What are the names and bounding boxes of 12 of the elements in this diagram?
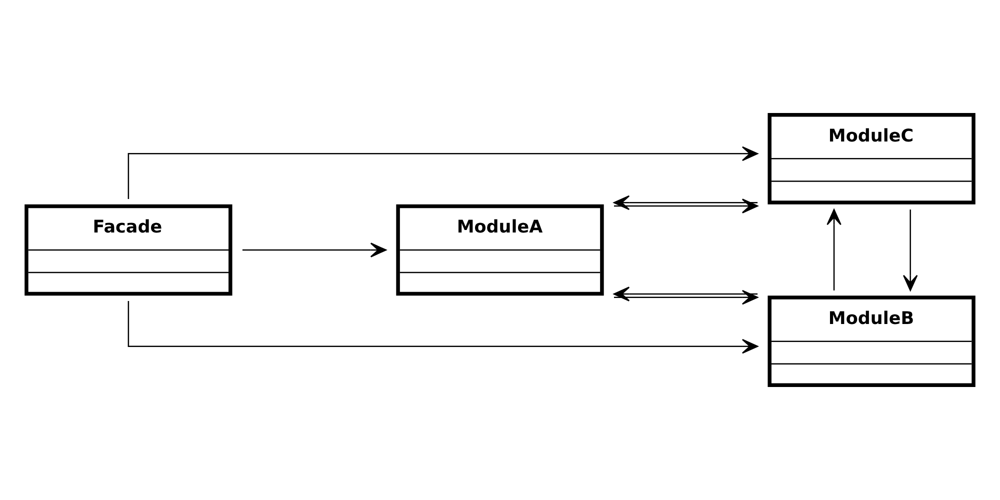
arrow [128, 146, 758, 200]
arrow [614, 290, 758, 305]
node-box: Facade [24, 204, 232, 296]
arrow [242, 242, 387, 258]
node-box: ModuleB [768, 296, 976, 387]
arrow [128, 300, 758, 354]
arrow [613, 286, 758, 302]
arrow [826, 208, 842, 290]
arrow [613, 195, 758, 210]
node-box: ModuleA [396, 204, 604, 296]
arrow [902, 210, 918, 292]
node-box: ModuleC [768, 113, 976, 204]
